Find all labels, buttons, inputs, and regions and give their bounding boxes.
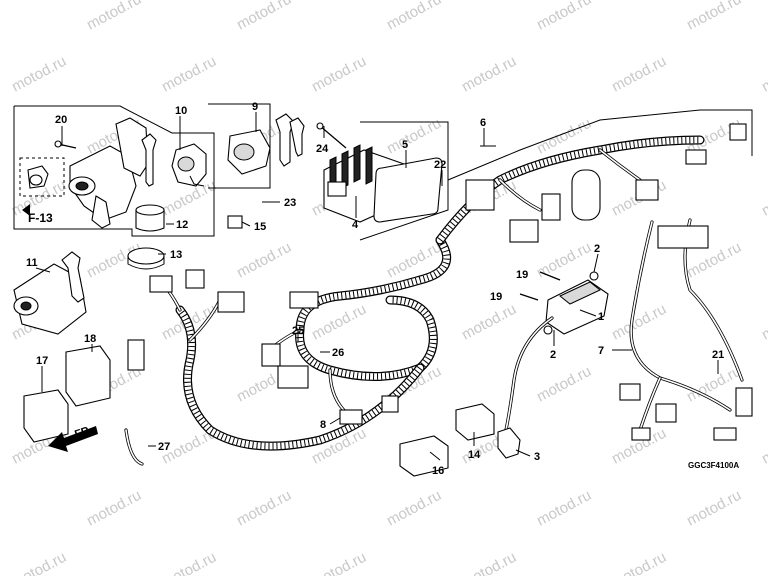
callout-19b: 19	[490, 291, 502, 303]
watermark-text: motod.ru	[9, 53, 69, 96]
callout-numbers: 20 10 9 24 5 4 22 6 23 12 15 13 11 18 17…	[26, 101, 724, 477]
callout-2b: 2	[550, 349, 556, 361]
diagram-code: GGC3F4100A	[688, 461, 739, 470]
watermark-text: motod.ru	[84, 0, 144, 34]
watermark-text: motod.ru	[534, 487, 594, 530]
callout-27: 27	[158, 441, 170, 453]
callout-23: 23	[284, 197, 296, 209]
watermark-text: motod.ru	[759, 425, 768, 468]
watermark-text: motod.ru	[684, 487, 744, 530]
watermark-text: motod.ru	[684, 0, 744, 34]
callout-8: 8	[320, 419, 326, 431]
watermark-text: motod.ru	[309, 53, 369, 96]
watermark-text: motod.ru	[459, 53, 519, 96]
watermark-text: motod.ru	[459, 301, 519, 344]
callout-20: 20	[55, 114, 67, 126]
ignition-coil-group	[497, 271, 609, 459]
watermark-text: motod.ru	[759, 301, 768, 344]
callout-10: 10	[175, 105, 187, 117]
callout-21: 21	[712, 349, 724, 361]
leader-lines	[35, 112, 719, 461]
sub-harness	[619, 218, 753, 441]
callout-26: 26	[332, 347, 344, 359]
callout-6: 6	[480, 117, 486, 129]
watermark-text: motod.ru	[534, 363, 594, 406]
watermark-text: motod.ru	[609, 53, 669, 96]
callout-14: 14	[468, 449, 481, 461]
watermark-text: motod.ru	[534, 239, 594, 282]
relays	[399, 403, 495, 477]
harness-connectors	[127, 123, 747, 425]
watermark-text: motod.ru	[384, 487, 444, 530]
section-ref-label: F-13	[28, 211, 53, 225]
callout-17: 17	[36, 355, 48, 367]
watermark-text: motod.ru	[9, 549, 69, 576]
callout-9: 9	[252, 101, 258, 113]
callout-5: 5	[402, 139, 408, 151]
watermark-text: motod.ru	[459, 549, 519, 576]
harness-box	[359, 109, 753, 241]
callout-7: 7	[598, 345, 604, 357]
watermark-text: motod.ru	[309, 549, 369, 576]
watermark-text: motod.ru	[384, 0, 444, 34]
watermark-text: motod.ru	[609, 301, 669, 344]
watermark-text: motod.ru	[534, 0, 594, 34]
callout-16: 16	[432, 465, 444, 477]
watermark-text: motod.ru	[159, 53, 219, 96]
callout-13: 13	[170, 249, 182, 261]
watermark-text: motod.ru	[759, 177, 768, 220]
callout-18: 18	[84, 333, 96, 345]
watermark-text: motod.ru	[234, 0, 294, 34]
callout-24: 24	[316, 143, 329, 155]
watermark-text: motod.ru	[234, 239, 294, 282]
front-arrow	[48, 426, 98, 452]
watermark-text: motod.ru	[759, 53, 768, 96]
front-label: FR.	[73, 424, 94, 441]
insulator-plate	[373, 157, 443, 223]
watermark-text: motod.ru	[234, 487, 294, 530]
callout-19a: 19	[516, 269, 528, 281]
key-9-group	[208, 103, 305, 189]
callout-4: 4	[352, 219, 359, 231]
callout-3: 3	[534, 451, 540, 463]
watermark-text: motod.ru	[84, 487, 144, 530]
watermark-text: motod.ru	[609, 549, 669, 576]
callout-2a: 2	[594, 243, 600, 255]
watermark-text: motod.ru	[759, 549, 768, 576]
callout-25: 25	[292, 325, 304, 337]
callout-11: 11	[26, 257, 38, 269]
callout-12: 12	[176, 219, 188, 231]
watermark-text: motod.ru	[384, 115, 444, 158]
callout-15: 15	[254, 221, 266, 233]
watermark-text: motod.ru	[159, 549, 219, 576]
left-parts	[13, 251, 144, 466]
key-set-box: F-13	[13, 105, 251, 270]
callout-22: 22	[434, 159, 446, 171]
callout-1: 1	[598, 311, 604, 323]
